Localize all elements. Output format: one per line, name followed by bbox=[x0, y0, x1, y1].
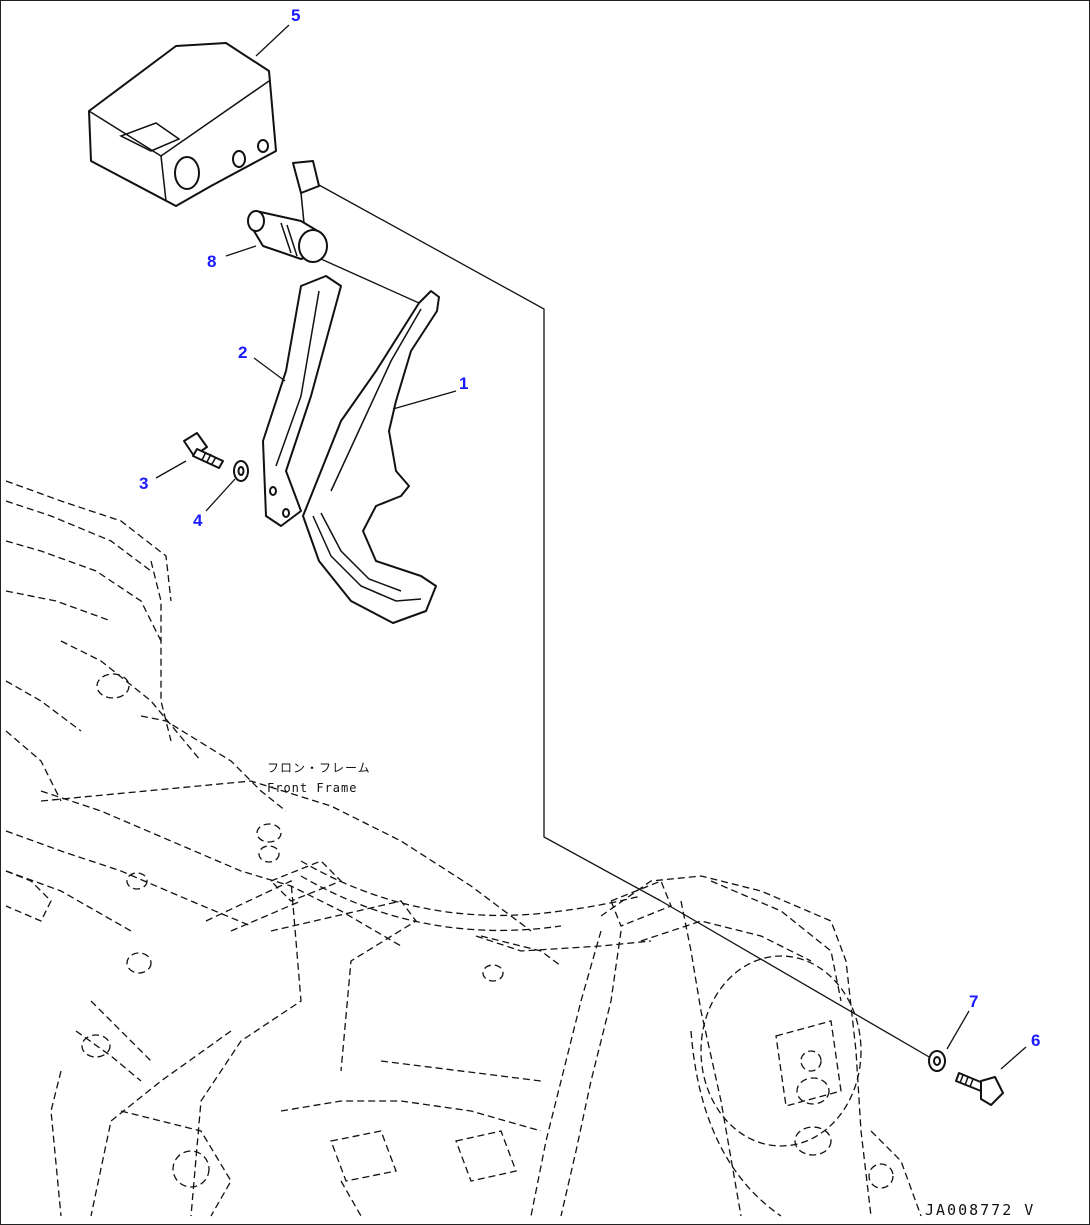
callout-5: 5 bbox=[291, 6, 300, 25]
bolt-part-6 bbox=[955, 1072, 1004, 1106]
cover-part-5 bbox=[88, 42, 277, 207]
callout-6: 6 bbox=[1031, 1031, 1040, 1050]
callout-8: 8 bbox=[207, 252, 216, 271]
frame-label-jp: フロン・フレーム bbox=[267, 761, 371, 775]
frame-label-en: Front Frame bbox=[267, 781, 357, 795]
drawing-number: JA008772 V bbox=[925, 1201, 1035, 1219]
bolt-part-3 bbox=[183, 432, 224, 469]
callout-2: 2 bbox=[238, 343, 247, 362]
lever-part-1 bbox=[302, 290, 440, 624]
bracket-part-2 bbox=[262, 275, 342, 527]
frame-label: フロン・フレーム Front Frame bbox=[267, 761, 371, 795]
connector-lines bbox=[318, 184, 937, 1062]
callout-4: 4 bbox=[193, 511, 203, 530]
washer-part-7 bbox=[928, 1050, 946, 1072]
leader-lines bbox=[155, 24, 1027, 1070]
callout-numbers: 1 2 3 4 5 6 7 8 bbox=[139, 6, 1040, 1050]
callout-1: 1 bbox=[459, 374, 468, 393]
switch-part-8 bbox=[247, 160, 328, 263]
front-frame bbox=[5, 480, 922, 1217]
washer-part-4 bbox=[233, 460, 249, 482]
callout-3: 3 bbox=[139, 474, 148, 493]
callout-7: 7 bbox=[969, 992, 978, 1011]
